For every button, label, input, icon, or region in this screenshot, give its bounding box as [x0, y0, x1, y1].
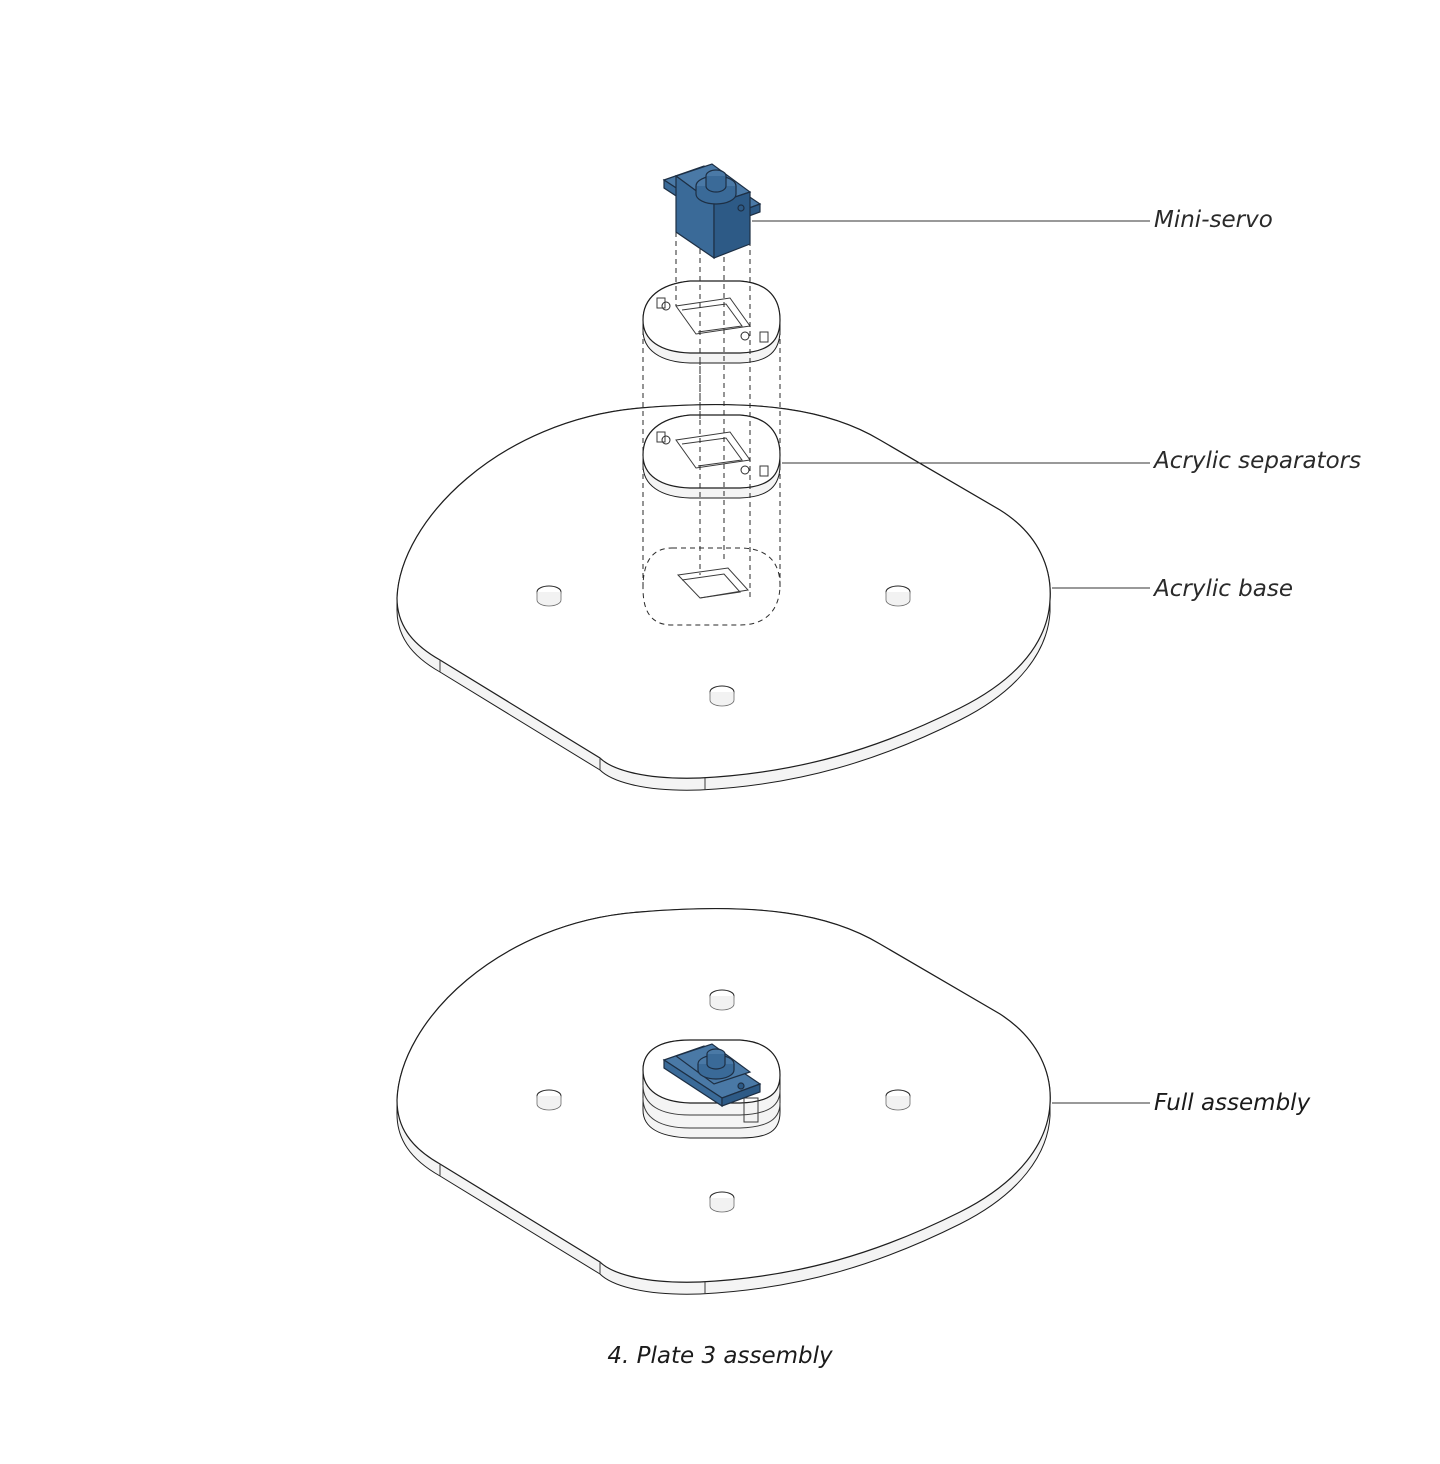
label-acrylic-base: Acrylic base: [1152, 576, 1293, 602]
exploded-view: Mini-servo Acrylic separators Acrylic ba…: [396, 163, 1361, 791]
figure-caption: 4. Plate 3 assembly: [607, 1343, 833, 1369]
assembled-mini-servo: [662, 1043, 762, 1108]
label-acrylic-separators: Acrylic separators: [1152, 448, 1361, 474]
acrylic-separator-upper: [642, 280, 781, 364]
base-hole-front: [709, 685, 735, 707]
mini-servo: [662, 163, 762, 260]
base-hole-left: [536, 585, 562, 607]
base-hole-right: [885, 585, 911, 607]
assembly-guides: [642, 232, 781, 600]
label-mini-servo: Mini-servo: [1154, 207, 1273, 233]
assembled-hole-back: [709, 989, 735, 1011]
acrylic-base-plate: [396, 403, 1051, 791]
label-full-assembly: Full assembly: [1154, 1090, 1311, 1116]
assembled-hole-right: [885, 1089, 911, 1111]
assembled-hole-left: [536, 1089, 562, 1111]
full-assembly-view: Full assembly: [396, 907, 1311, 1295]
separator-footprint: [642, 547, 781, 626]
assembled-hole-front: [709, 1191, 735, 1213]
acrylic-separator-lower: [642, 414, 781, 499]
